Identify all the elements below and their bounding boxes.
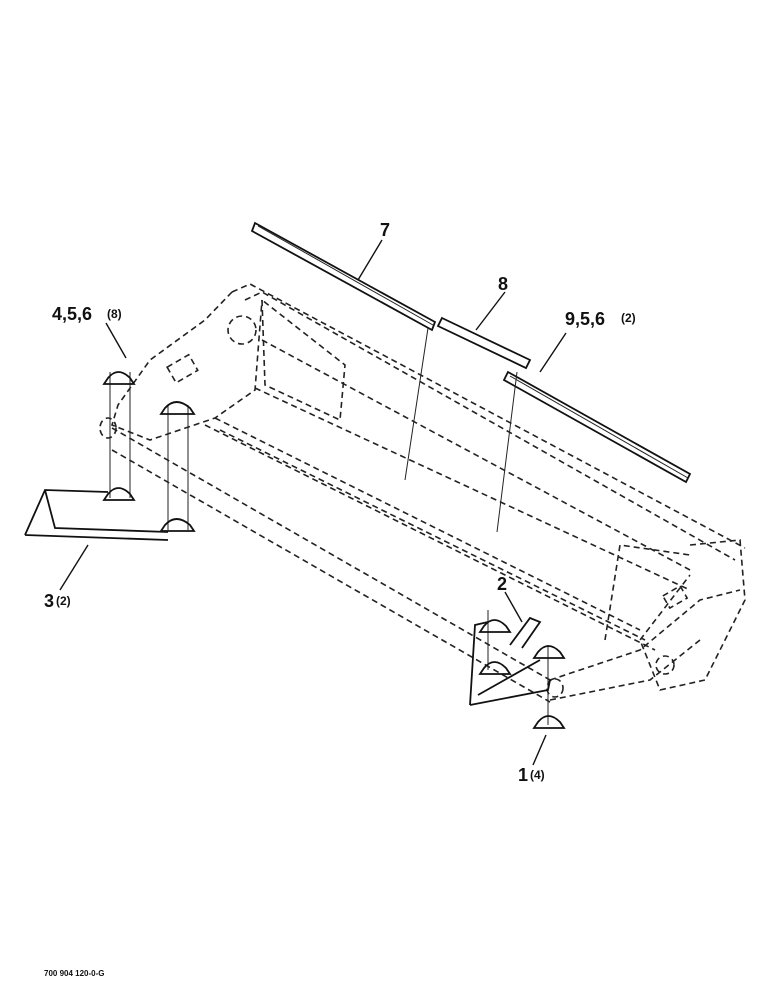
part-2-rod	[509, 616, 542, 649]
clamps-left	[102, 371, 196, 532]
part-7-angle-strip	[250, 221, 437, 332]
figure-reference: 700 904 120-0-G	[44, 969, 105, 978]
part-3-support-rod	[24, 489, 169, 541]
callout-3-qty: (2)	[56, 594, 71, 608]
callout-3: 3	[44, 591, 54, 611]
callout-9-qty: (2)	[621, 311, 636, 325]
callout-1: 1	[518, 765, 528, 785]
right-support-rods	[469, 619, 566, 729]
header-frame	[99, 283, 746, 703]
fastener-lines	[109, 327, 549, 725]
callout-1-qty: (4)	[530, 768, 545, 782]
leader-lines	[59, 239, 567, 766]
part-8-angle	[436, 316, 532, 370]
callout-8: 8	[498, 274, 508, 294]
callout-4-qty: (8)	[107, 307, 122, 321]
callout-7: 7	[380, 220, 390, 240]
callout-2: 2	[497, 574, 507, 594]
part-9-strip	[502, 370, 692, 484]
callout-9-5-6: 9,5,6	[565, 309, 605, 329]
callout-4-5-6: 4,5,6	[52, 304, 92, 324]
